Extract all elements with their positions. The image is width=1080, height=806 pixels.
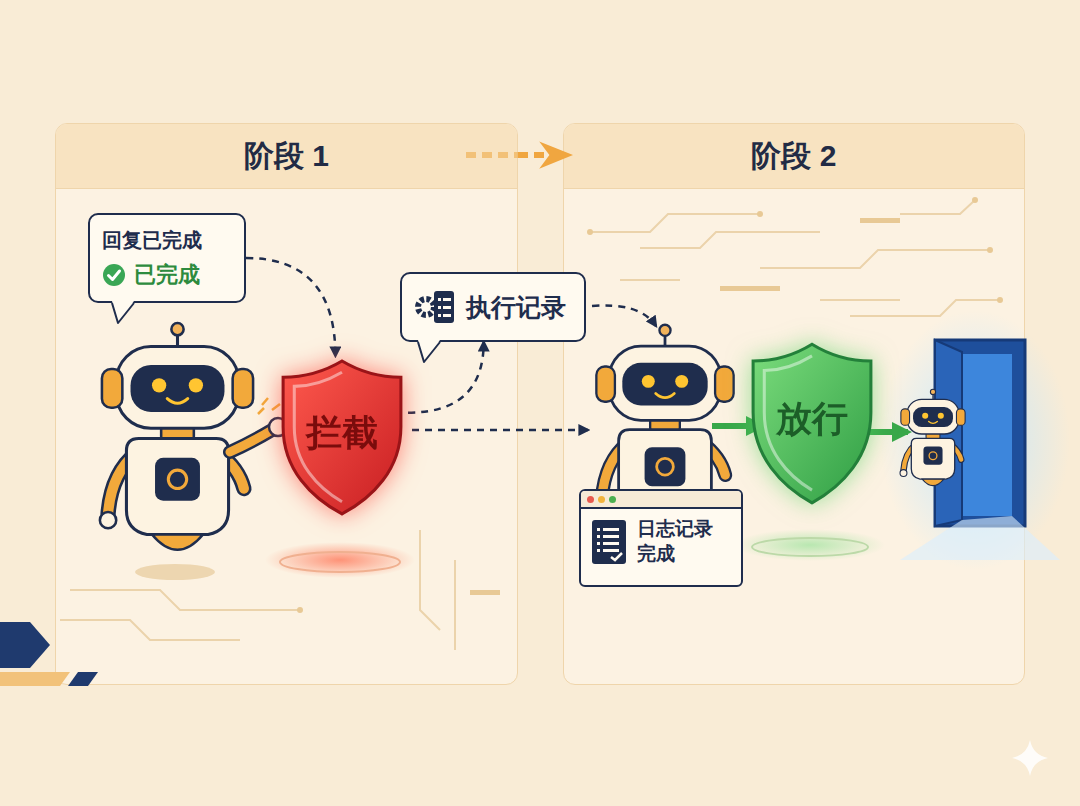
speech-bubble: 执行记录 <box>400 272 586 342</box>
bubble-text: 回复已完成 <box>102 227 232 254</box>
log-text: 日志记录 完成 <box>637 517 721 566</box>
status-row: 已完成 <box>102 260 232 290</box>
check-icon <box>102 263 126 287</box>
bubble-tail <box>110 301 138 327</box>
window-bar <box>581 491 741 509</box>
window-dot <box>609 496 616 503</box>
log-icon <box>591 519 627 565</box>
block-shield: 拦截 <box>276 356 408 518</box>
bubble-tail <box>416 340 444 366</box>
panel-header: 阶段 1 <box>56 124 517 189</box>
log-window: 日志记录 完成 <box>579 489 743 587</box>
shield-label: 拦截 <box>306 409 378 458</box>
window-dot <box>587 496 594 503</box>
stage-panel: 阶段 2 放行日志记录 完成 <box>563 123 1025 685</box>
panel-header: 阶段 2 <box>564 124 1024 189</box>
corner-decoration <box>0 622 50 668</box>
record-icon <box>414 287 456 327</box>
shield-label: 放行 <box>776 395 848 444</box>
sparkle <box>1012 740 1048 776</box>
panel-title: 阶段 2 <box>751 136 836 177</box>
connector-arrow <box>518 152 563 158</box>
log-label: 日志记录 完成 <box>637 517 721 566</box>
panel-title: 阶段 1 <box>244 136 329 177</box>
window-dot <box>598 496 605 503</box>
speech-bubble: 回复已完成已完成 <box>88 213 246 303</box>
pass-shield: 放行 <box>746 339 878 507</box>
stage-panel: 阶段 1 回复已完成已完成拦截 <box>55 123 518 685</box>
log-body: 日志记录 完成 <box>581 509 741 574</box>
status-text: 已完成 <box>134 260 200 290</box>
bubble-text: 执行记录 <box>466 291 566 324</box>
